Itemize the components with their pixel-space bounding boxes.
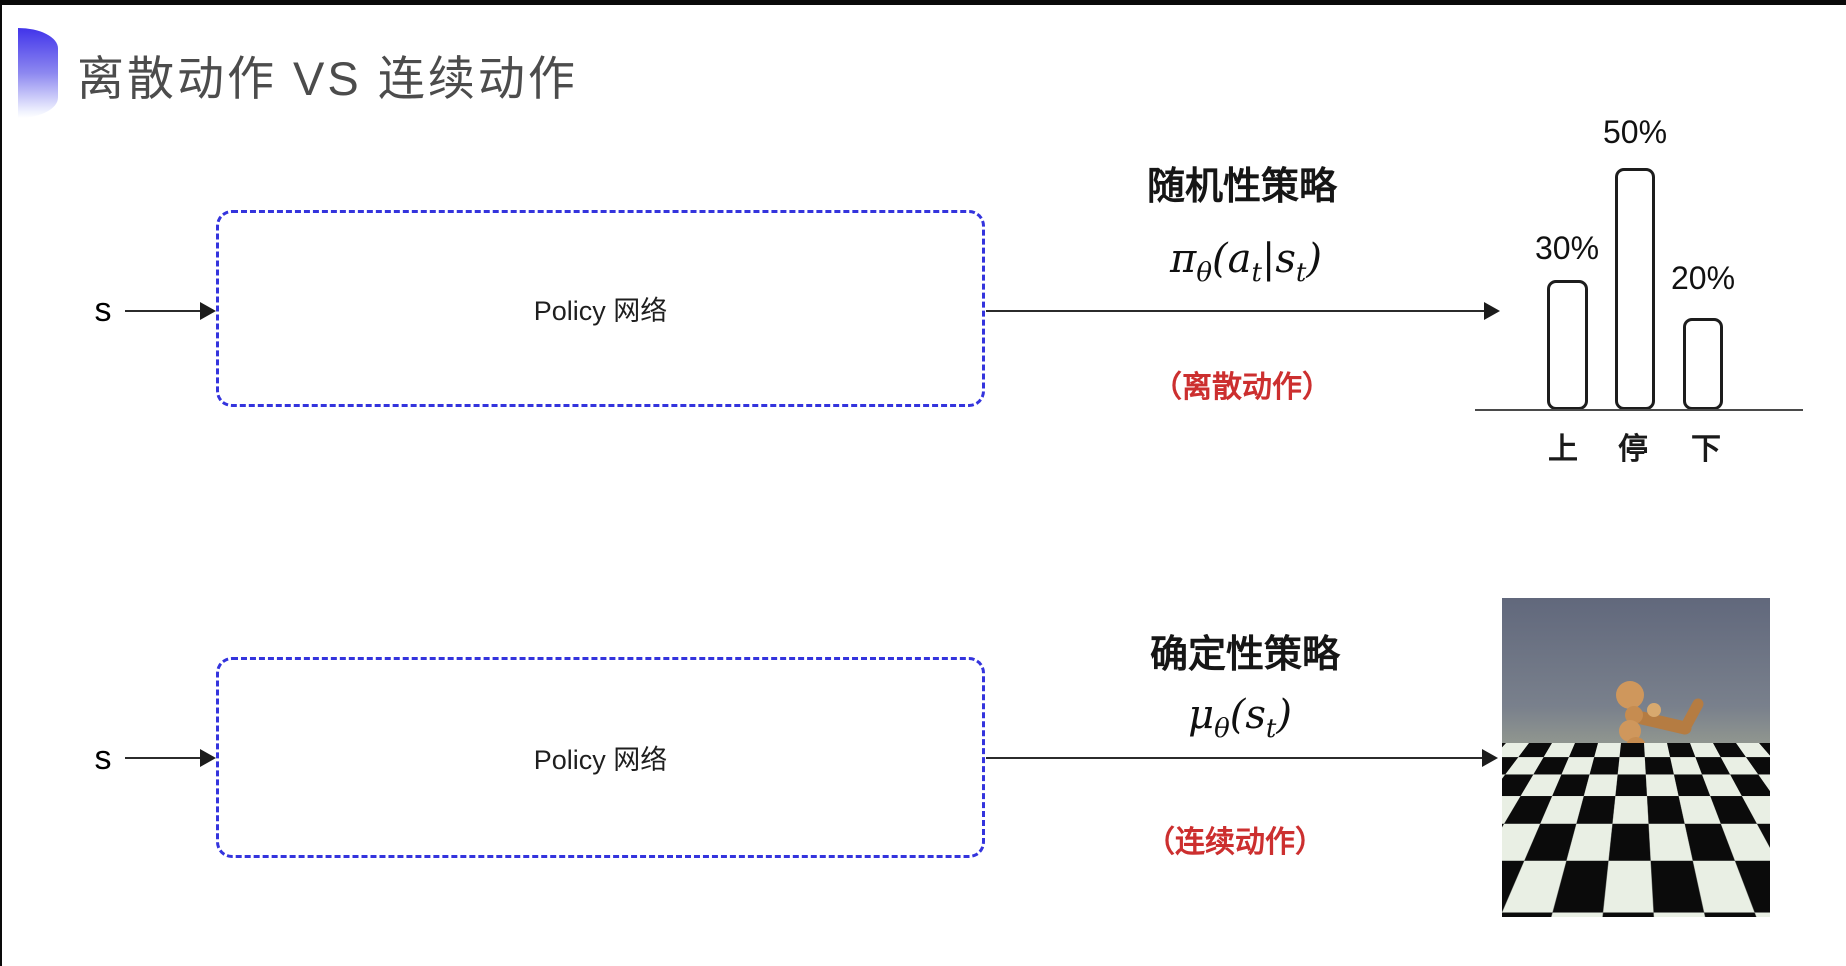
- title-bullet-icon: [18, 28, 58, 118]
- policy-network-label-top: Policy 网络: [533, 296, 668, 326]
- state-input-label-bottom: s: [94, 739, 112, 777]
- formula-mu: μ: [1188, 692, 1215, 738]
- policy-network-box-bottom: Policy 网络: [216, 657, 985, 858]
- humanoid-simulation-image: [1502, 598, 1770, 917]
- deterministic-policy-formula: μθ(st): [1020, 692, 1460, 744]
- bar-up: [1547, 280, 1588, 410]
- stochastic-policy-formula: πθ(at|st): [1026, 236, 1466, 288]
- frame-left-edge: [0, 0, 2, 966]
- policy-network-box-top: Policy 网络: [216, 210, 985, 407]
- arrowhead-bottom-output: [1482, 749, 1498, 767]
- formula-arg-s2: (s: [1229, 692, 1266, 738]
- formula-theta-sub: θ: [1196, 258, 1212, 288]
- bar-label-stop: 停: [1618, 433, 1648, 466]
- arrowhead-bottom-input: [200, 749, 216, 767]
- arrowhead-top-output: [1484, 302, 1500, 320]
- formula-close-paren: ): [1306, 236, 1322, 282]
- bar-stop: [1615, 168, 1655, 410]
- formula-pi: π: [1170, 236, 1197, 282]
- frame-top-edge: [0, 0, 1846, 5]
- bar-value-50: 50%: [1602, 114, 1668, 150]
- policy-network-label-bottom: Policy 网络: [533, 745, 668, 775]
- bar-label-down: 下: [1691, 433, 1721, 466]
- formula-arg-s: |s: [1261, 236, 1296, 282]
- formula-t-sub1: t: [1251, 258, 1262, 288]
- humanoid-robot-figure: [1577, 681, 1704, 904]
- arrow-bottom-input: [125, 757, 203, 759]
- bar-value-30: 30%: [1534, 230, 1600, 266]
- formula-arg-a: (a: [1211, 236, 1252, 282]
- state-input-label-top: s: [94, 291, 112, 329]
- stochastic-policy-heading: 随机性策略: [1146, 166, 1337, 208]
- discrete-action-note: （离散动作）: [1152, 371, 1332, 404]
- bar-label-up: 上: [1548, 433, 1578, 466]
- page-title: 离散动作 VS 连续动作: [77, 52, 578, 105]
- arrow-bottom-output: [986, 757, 1484, 759]
- formula-close-paren2: ): [1276, 692, 1292, 738]
- formula-t-sub3: t: [1265, 714, 1277, 744]
- formula-theta-sub2: θ: [1214, 714, 1230, 744]
- bar-down: [1683, 318, 1723, 410]
- continuous-action-note: （连续动作）: [1145, 826, 1325, 859]
- arrow-top-output: [986, 310, 1486, 312]
- bar-chart-baseline: [1475, 409, 1803, 411]
- arrow-top-input: [125, 310, 203, 312]
- bar-value-20: 20%: [1670, 260, 1736, 296]
- formula-t-sub2: t: [1295, 258, 1307, 288]
- deterministic-policy-heading: 确定性策略: [1149, 634, 1340, 676]
- arrowhead-top-input: [200, 302, 216, 320]
